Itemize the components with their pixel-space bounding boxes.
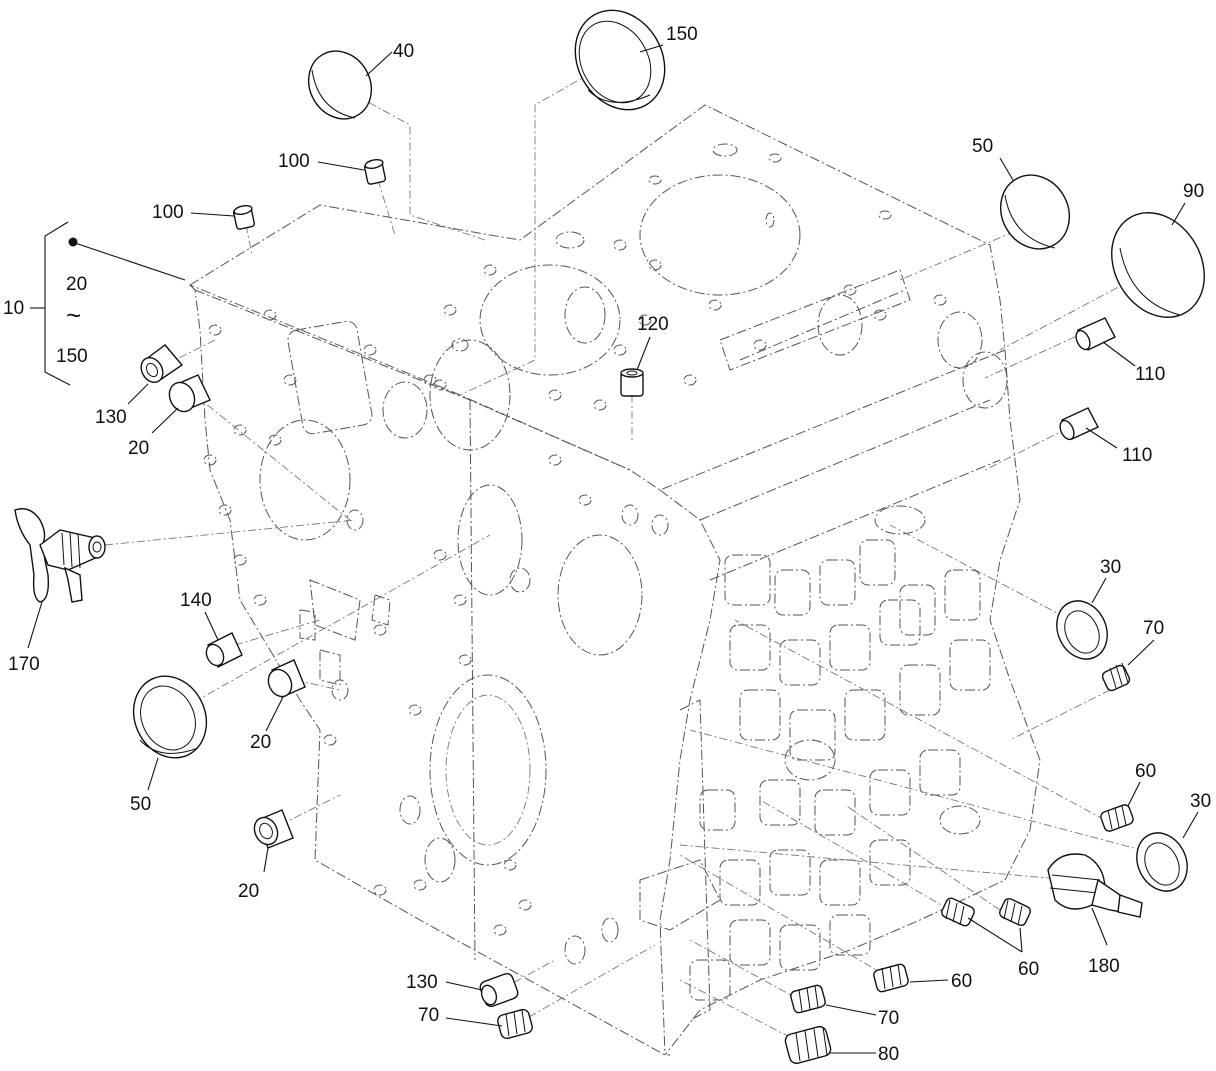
part-90-cover-disc xyxy=(1111,212,1205,318)
callout-130-upper: 130 xyxy=(95,407,127,428)
part-50-plug-upper xyxy=(999,174,1071,250)
callout-20-middle: 20 xyxy=(250,732,271,753)
explosion-center-lines xyxy=(104,64,1161,1046)
callout-70-bottom-center: 70 xyxy=(878,1008,899,1029)
part-110-pin-upper xyxy=(1075,317,1116,351)
part-80-threaded-plug xyxy=(784,1025,832,1065)
part-130-bushing-upper xyxy=(140,344,184,384)
part-40-expansion-plug xyxy=(307,50,373,120)
callout-70-right: 70 xyxy=(1143,618,1164,639)
part-70-threaded-plug-bottom-left xyxy=(497,1008,533,1040)
part-60-threaded-plug-center-right xyxy=(999,897,1031,927)
callout-150: 150 xyxy=(666,24,698,45)
part-130-bushing-lower xyxy=(479,972,519,1008)
callout-80: 80 xyxy=(878,1044,899,1065)
part-30-seal-upper xyxy=(1056,600,1108,660)
callout-110-upper: 110 xyxy=(1135,364,1165,385)
part-100-dowel-pin-upper xyxy=(363,158,387,185)
part-180-oil-pressure-switch xyxy=(1047,853,1143,918)
callout-100-lower: 100 xyxy=(152,202,184,223)
callout-50-lower: 50 xyxy=(130,794,151,815)
group-reference-dot xyxy=(68,237,78,247)
part-140-bushing xyxy=(205,632,243,668)
callout-20-lower: 20 xyxy=(238,881,259,902)
part-50-seal-large xyxy=(132,675,208,759)
engine-block-phantom-outline xyxy=(188,104,1041,1056)
callout-110-lower: 110 xyxy=(1122,445,1152,466)
callout-50-upper: 50 xyxy=(972,136,993,157)
assembly-group-bracket xyxy=(30,221,186,386)
callout-90: 90 xyxy=(1183,181,1204,202)
callout-140: 140 xyxy=(180,590,212,611)
group-range-separator: ~ xyxy=(66,300,81,330)
callout-60-center: 60 xyxy=(1018,959,1039,980)
callout-40: 40 xyxy=(393,41,414,62)
callout-70-bottom-left: 70 xyxy=(418,1005,439,1026)
part-20-plug-lower xyxy=(253,809,294,849)
group-range-start: 20 xyxy=(66,274,87,295)
part-20-plug-upper xyxy=(168,374,211,413)
part-110-pin-lower xyxy=(1059,407,1099,441)
callout-30-lower: 30 xyxy=(1190,791,1211,812)
callout-60-bottom: 60 xyxy=(951,971,972,992)
part-20-plug-middle xyxy=(267,659,306,698)
callout-170: 170 xyxy=(8,654,40,675)
part-150-ring xyxy=(574,9,666,111)
part-60-threaded-plug-bottom xyxy=(873,963,909,993)
callout-labels: 40 150 100 100 50 90 120 110 110 130 20 … xyxy=(8,24,1211,1065)
callout-100-upper: 100 xyxy=(278,151,310,172)
callout-leader-lines xyxy=(27,44,1199,1054)
callout-20-upper: 20 xyxy=(128,438,149,459)
part-30-seal-lower xyxy=(1136,832,1188,892)
group-range-labels: 20 ~ 150 10 xyxy=(3,274,88,367)
part-60-threaded-plug-center-left xyxy=(941,897,975,927)
callout-130-lower: 130 xyxy=(406,972,438,993)
part-70-threaded-plug-right xyxy=(1101,662,1131,692)
part-120-nozzle xyxy=(620,368,644,397)
part-100-dowel-pin-lower xyxy=(232,204,256,230)
callout-30-upper: 30 xyxy=(1100,557,1121,578)
callout-180: 180 xyxy=(1088,956,1120,977)
callout-120: 120 xyxy=(637,314,669,335)
assembly-number: 10 xyxy=(3,298,24,319)
part-70-threaded-plug-bottom-center xyxy=(790,984,826,1014)
group-range-end: 150 xyxy=(56,346,88,367)
part-170-drain-cock xyxy=(14,508,106,603)
callout-60-right: 60 xyxy=(1135,761,1156,782)
part-60-threaded-plug-right xyxy=(1100,804,1134,832)
